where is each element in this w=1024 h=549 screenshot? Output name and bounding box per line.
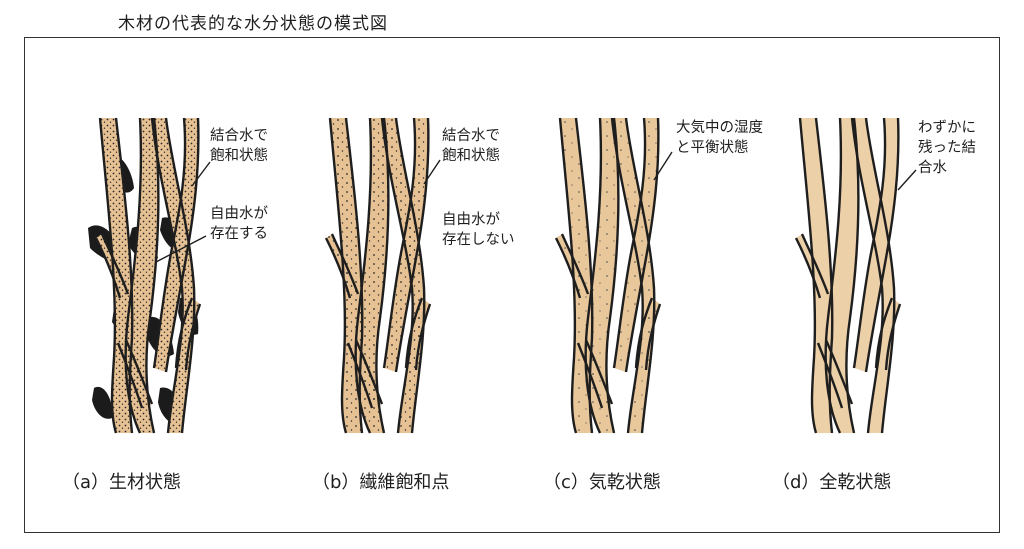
leader-a-free: [155, 235, 207, 263]
figure-title: 木材の代表的な水分状態の模式図: [118, 14, 388, 34]
annotation-a-bound-water: 結合水で 飽和状態: [210, 128, 268, 164]
annotation-d-remaining-water: わずかに 残った結 合水: [918, 120, 976, 176]
annotation-c-equilibrium: 大気中の湿度 と平衡状態: [676, 120, 763, 156]
annotation-b-bound-water: 結合水で 飽和状態: [442, 128, 500, 164]
panel-label-c: （c）気乾状態: [543, 472, 661, 493]
panel-label-d: （d）全乾状態: [772, 472, 892, 493]
leader-c-eq: [653, 151, 673, 181]
leader-b-bound: [423, 159, 441, 185]
panel-a-fibers: [88, 116, 202, 435]
panel-d-fibers: [794, 116, 902, 435]
leader-a-bound: [191, 161, 211, 187]
panel-label-a: （a）生材状態: [62, 472, 182, 493]
annotation-b-no-free-water: 自由水が 存在しない: [442, 212, 515, 248]
panel-c-fibers: [554, 116, 662, 435]
panel-label-b: （b）繊維飽和点: [312, 472, 450, 493]
figure-frame: [24, 37, 1000, 533]
panel-b-fibers: [324, 116, 432, 435]
leader-d-rem: [897, 169, 917, 191]
annotation-a-free-water: 自由水が 存在する: [210, 206, 268, 242]
